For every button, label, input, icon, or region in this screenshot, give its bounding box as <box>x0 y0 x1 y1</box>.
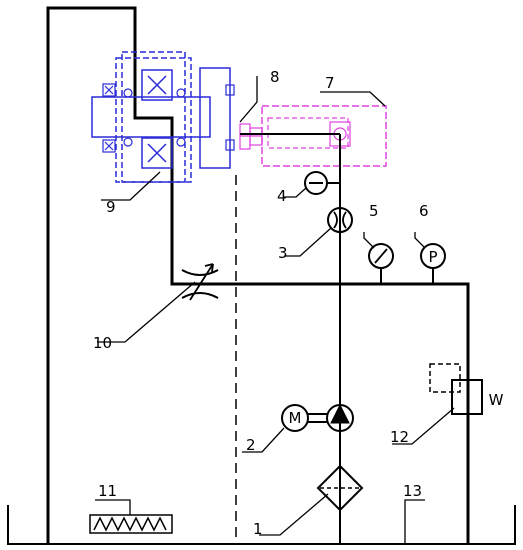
label-2: 2 <box>246 436 256 454</box>
leader-lines <box>95 76 455 544</box>
label-11: 11 <box>98 482 117 500</box>
motor-2: M <box>281 404 328 432</box>
label-3: 3 <box>278 244 288 262</box>
label-10: 10 <box>93 334 112 352</box>
reservoir-tank <box>7 505 516 545</box>
check-valve-4 <box>304 171 340 195</box>
label-7: 7 <box>325 74 335 92</box>
label-1: 1 <box>253 520 263 538</box>
label-8: 8 <box>270 68 280 86</box>
label-9: 9 <box>106 198 116 216</box>
label-13: 13 <box>403 482 422 500</box>
actuator-cylinder <box>239 105 387 167</box>
motor-symbol: M <box>289 409 302 427</box>
gauge-5 <box>368 243 394 284</box>
label-6: 6 <box>419 202 429 220</box>
pressure-gauge-6: P <box>420 243 446 284</box>
pump <box>326 403 354 432</box>
throttle-valve-10 <box>181 263 219 301</box>
heater-11 <box>89 514 173 534</box>
label-5: 5 <box>369 202 379 220</box>
relief-valve-12: W <box>429 363 504 415</box>
pressure-gauge-symbol: P <box>428 248 437 266</box>
flow-meter-3 <box>327 207 353 233</box>
bearing-assembly <box>91 51 235 183</box>
spring-symbol: W <box>489 391 504 409</box>
main-shaft-outline <box>46 6 470 544</box>
filter-1 <box>316 464 364 512</box>
label-12: 12 <box>390 428 409 446</box>
label-4: 4 <box>277 187 287 205</box>
